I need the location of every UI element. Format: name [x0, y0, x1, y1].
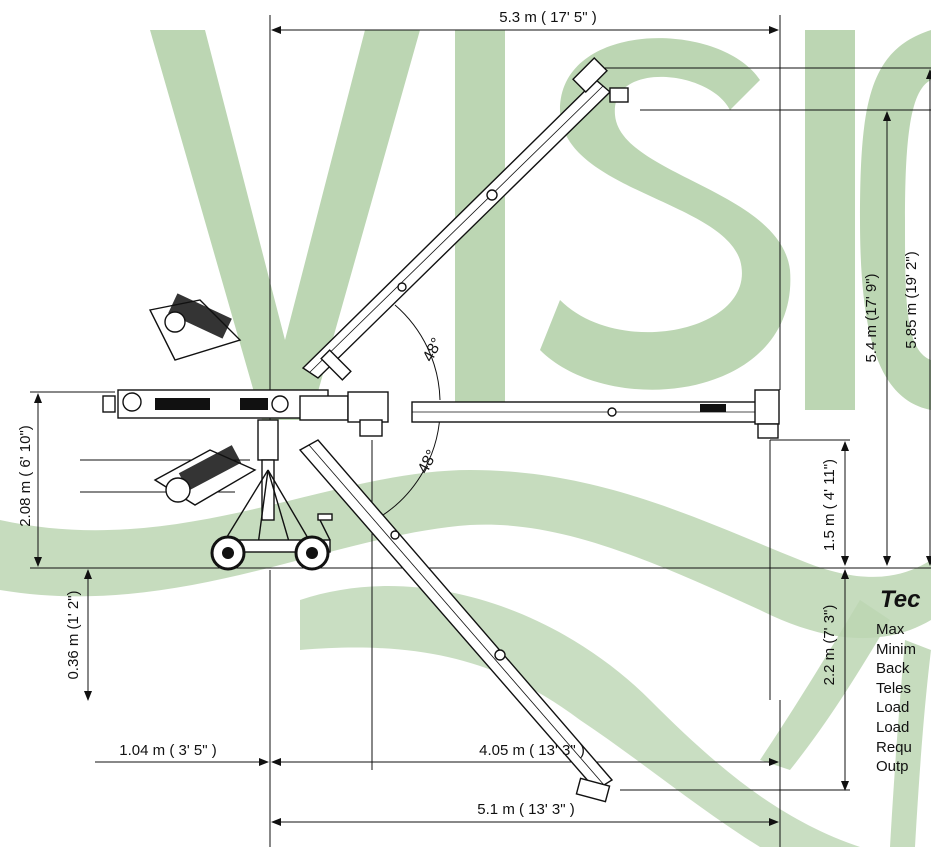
- dim-pivot-height: 1.5 m ( 4' 11"): [821, 459, 838, 551]
- spec-row: Load: [876, 718, 910, 736]
- arm-raised: [301, 57, 629, 381]
- watermark: [0, 30, 931, 847]
- specs-title: Tec: [880, 586, 921, 613]
- spec-row: Teles: [876, 679, 912, 697]
- arm-lowered: [298, 439, 614, 803]
- watermark-letter-o: [860, 30, 931, 410]
- dim-bottom-left: 1.04 m ( 3' 5" ): [119, 742, 216, 759]
- dim-tip-below: 2.2 m (7' 3"): [821, 605, 838, 686]
- spec-row: Outp: [876, 758, 909, 776]
- dim-bottom-total: 5.1 m ( 13' 3" ): [477, 801, 574, 818]
- dim-below-base: 0.36 m (1' 2"): [65, 590, 82, 679]
- dim-bottom-mid: 4.05 m ( 13' 3" ): [479, 742, 585, 759]
- dim-height-inner: 5.4 m (17' 9"): [863, 273, 880, 362]
- watermark-letter-v: [150, 30, 420, 420]
- crane-drawings: [102, 57, 780, 803]
- watermark-swoosh-2: [300, 586, 860, 847]
- watermark-swoosh-1: [0, 470, 931, 639]
- watermark-letter-i2: [805, 30, 855, 410]
- arm-horizontal: [411, 389, 780, 439]
- counterweight-upper: [148, 293, 242, 361]
- spec-row: Load: [876, 699, 910, 717]
- dim-top-width: 5.3 m ( 17' 5" ): [499, 9, 596, 26]
- dimension-labels: 5.3 m ( 17' 5" ) 5.85 m (19' 2") 5.4 m (…: [17, 9, 920, 818]
- base-arm: [102, 389, 389, 437]
- watermark-letter-s: [540, 38, 791, 390]
- dim-left-height: 2.08 m ( 6' 10"): [17, 425, 34, 527]
- dolly-base: [210, 419, 333, 571]
- tech-specs-panel: Tec Max Minim Back Teles Load Load Requ …: [876, 586, 931, 777]
- spec-row: Max: [876, 621, 905, 638]
- counterweight-lower: [153, 445, 257, 506]
- spec-row: Back: [876, 660, 910, 678]
- spec-row: Requ: [876, 738, 912, 756]
- dim-height-outer: 5.85 m (19' 2"): [903, 251, 920, 348]
- spec-row: Minim: [876, 640, 916, 658]
- dimension-lines: [30, 15, 931, 847]
